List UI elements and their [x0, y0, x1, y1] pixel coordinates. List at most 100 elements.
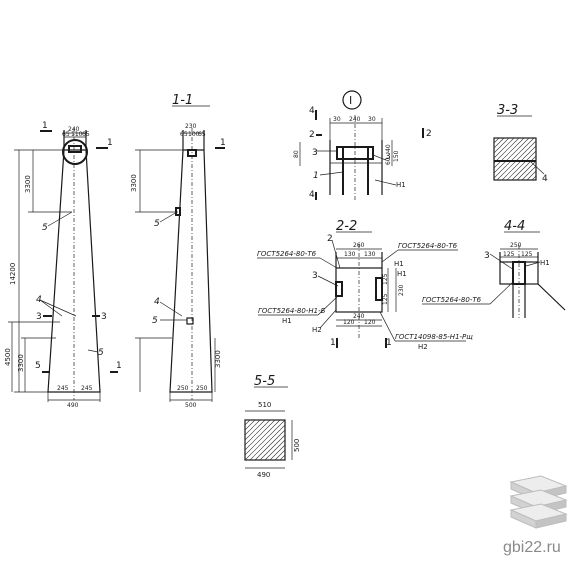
- dim-section22: 240: [353, 313, 365, 320]
- hatch-line: [516, 160, 537, 181]
- hatch-line: [493, 137, 530, 174]
- weld-sublabel: H2: [418, 343, 428, 351]
- node-title: I: [349, 94, 352, 107]
- section-title: 4-4: [504, 219, 525, 234]
- callout-label: H1: [397, 270, 407, 278]
- dim-base-half: 250: [196, 385, 208, 392]
- callout-label: 5: [154, 219, 160, 229]
- dim-base-half: 250: [177, 385, 189, 392]
- hatch-line: [244, 419, 256, 431]
- dim-upper-height: 3300: [24, 175, 32, 193]
- hatch-line: [244, 419, 251, 426]
- dim-node-side: 80: [293, 150, 300, 158]
- dim-top-sub: 65: [180, 131, 188, 138]
- dim-section44: 125: [503, 251, 515, 258]
- hatch-line: [274, 449, 286, 461]
- callout-label: H2: [312, 326, 322, 334]
- section-marker: 4: [309, 106, 315, 116]
- hatch-line: [493, 137, 515, 159]
- section-marker: 1: [330, 338, 336, 348]
- section-marker: 4: [309, 190, 315, 200]
- hatch-line: [264, 439, 286, 461]
- callout-label: H1: [540, 259, 550, 267]
- hatch-line: [269, 444, 286, 461]
- dim-section22: 130: [364, 251, 376, 258]
- callout-label: 4: [36, 295, 42, 305]
- dim-section55: 510: [258, 401, 271, 409]
- dim-section22: 125: [382, 293, 389, 305]
- section-title: 1-1: [172, 93, 193, 108]
- section-marker: 1: [107, 138, 113, 148]
- section-marker: 2: [426, 129, 432, 139]
- section-title: 5-5: [254, 374, 275, 389]
- section-marker: 1: [220, 138, 226, 148]
- dim-upper-height: 3300: [130, 174, 138, 192]
- dim-base-half: 245: [57, 385, 69, 392]
- dim-lower-height: 3300: [214, 350, 222, 368]
- dim-top-sub: 100: [188, 131, 200, 138]
- dim-section22: 130: [344, 251, 356, 258]
- hatch-line: [493, 137, 535, 179]
- dim-base-width: 500: [185, 402, 197, 409]
- hatch-line: [244, 419, 276, 451]
- weld-label: ГОСТ5264-80-Н1-Б: [258, 307, 326, 315]
- dim-node: 30: [333, 116, 341, 123]
- weld-label: ГОСТ5264-80-Т6: [398, 242, 458, 250]
- hatch-line: [493, 137, 510, 154]
- section-marker: 3: [36, 312, 42, 322]
- section-2-2-view: 2-2 260 130 130 125 125 230 240 120 120 …: [257, 219, 473, 351]
- section-5-5-view: 5-5 510 500 490: [244, 374, 301, 479]
- dim-top-sub: 110: [71, 131, 83, 138]
- section-marker: 1: [386, 338, 392, 348]
- hatch-line: [511, 155, 537, 181]
- dim-node-side: 40: [385, 144, 392, 152]
- dim-section44: 250: [510, 242, 522, 249]
- dim-node-side: 60: [385, 157, 392, 165]
- dim-section22: 125: [382, 273, 389, 285]
- hatch-line: [526, 170, 537, 181]
- section-title: 3-3: [497, 103, 518, 118]
- weld-label: ГОСТ5264-80-Т6: [422, 296, 482, 304]
- hatch-line: [279, 454, 286, 461]
- dim-section55: 500: [293, 439, 301, 452]
- callout-label: 5: [98, 348, 104, 358]
- dim-lower-height: 4500: [4, 348, 12, 366]
- dim-base-width: 490: [67, 402, 79, 409]
- callout-label: 5: [152, 316, 158, 326]
- dim-top-width: 240: [68, 126, 80, 133]
- hatch-line: [493, 137, 505, 149]
- dim-top-sub: 65: [62, 131, 70, 138]
- hatch-line: [244, 419, 261, 436]
- section-marker: 3: [101, 312, 107, 322]
- hatch-line: [531, 175, 537, 181]
- callout-label: 3: [312, 148, 318, 158]
- section-title: 2-2: [336, 219, 357, 234]
- watermark-logo: gbi22.ru: [503, 475, 568, 556]
- dim-top-width: 230: [185, 123, 197, 130]
- hatch-line: [244, 419, 266, 441]
- weld-label: ГОСТ5264-80-Т6: [257, 250, 317, 258]
- callout-label: 4: [542, 174, 548, 184]
- hatch-line: [244, 419, 286, 461]
- dim-section22: 120: [364, 319, 376, 326]
- dim-base-half: 245: [81, 385, 93, 392]
- section-marker: 1: [116, 361, 122, 371]
- callout-label: 3: [484, 251, 490, 261]
- dim-total-height: 14200: [9, 263, 17, 285]
- dim-section22: 230: [398, 284, 405, 296]
- hatch-line: [493, 137, 525, 169]
- section-3-3-view: 3-3 4: [493, 103, 548, 184]
- callout-label: 4: [154, 297, 160, 307]
- callout-label: H1: [396, 181, 406, 189]
- section-marker: 1: [42, 121, 48, 131]
- dim-node-side: 150: [393, 150, 400, 162]
- hatch-line: [249, 424, 286, 461]
- dim-section44: 125: [521, 251, 533, 258]
- watermark-text: gbi22.ru: [503, 539, 561, 556]
- hatch-line: [244, 419, 281, 456]
- hatch-line: [501, 145, 537, 181]
- hatch-line: [493, 137, 500, 144]
- callout-label: 5: [42, 223, 48, 233]
